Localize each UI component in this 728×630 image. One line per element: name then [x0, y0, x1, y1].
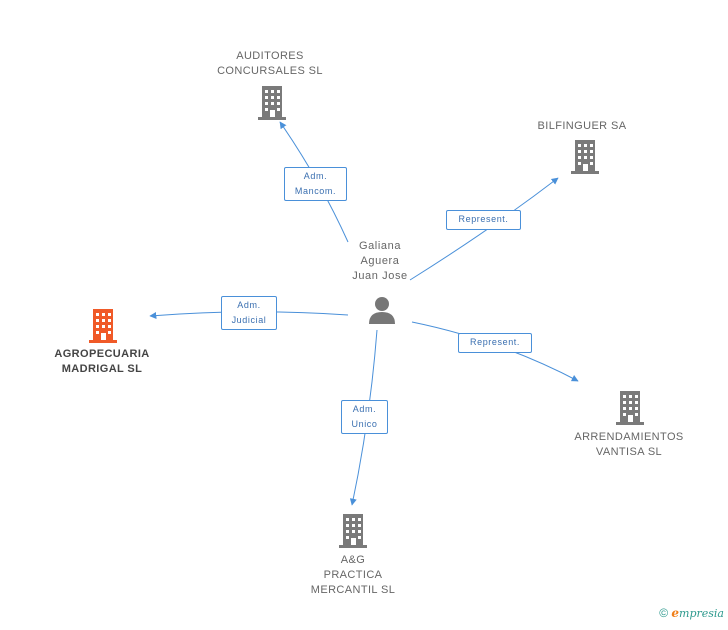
person-icon[interactable] — [367, 295, 397, 325]
brand-logo-text: mpresia — [679, 607, 724, 620]
relation-label-arrendamientos: Represent. — [458, 333, 532, 353]
building-icon[interactable] — [337, 514, 369, 548]
company-name-agropecuaria[interactable]: AGROPECUARIA MADRIGAL SL — [54, 348, 150, 375]
building-icon[interactable] — [256, 86, 288, 120]
building-icon[interactable] — [614, 391, 646, 425]
company-name-auditores[interactable]: AUDITORES CONCURSALES SL — [217, 50, 323, 77]
relation-label-agropecuaria: Adm. Judicial — [221, 296, 277, 330]
person-name[interactable]: Galiana Aguera Juan Jose — [352, 240, 408, 282]
relation-label-bilfinguer: Represent. — [446, 210, 521, 230]
relation-label-ag: Adm. Unico — [341, 400, 388, 434]
company-name-arrendamientos[interactable]: ARRENDAMIENTOS VANTISA SL — [574, 431, 684, 458]
copyright-symbol: © — [659, 606, 669, 620]
building-icon[interactable] — [569, 140, 601, 174]
brand-footer: © empresia — [659, 606, 724, 620]
brand-logo-initial: e — [671, 606, 680, 620]
relation-label-auditores: Adm. Mancom. — [284, 167, 347, 201]
building-icon[interactable] — [87, 309, 119, 343]
company-name-ag[interactable]: A&G PRACTICA MERCANTIL SL — [310, 554, 396, 596]
company-name-bilfinguer[interactable]: BILFINGUER SA — [537, 120, 627, 132]
